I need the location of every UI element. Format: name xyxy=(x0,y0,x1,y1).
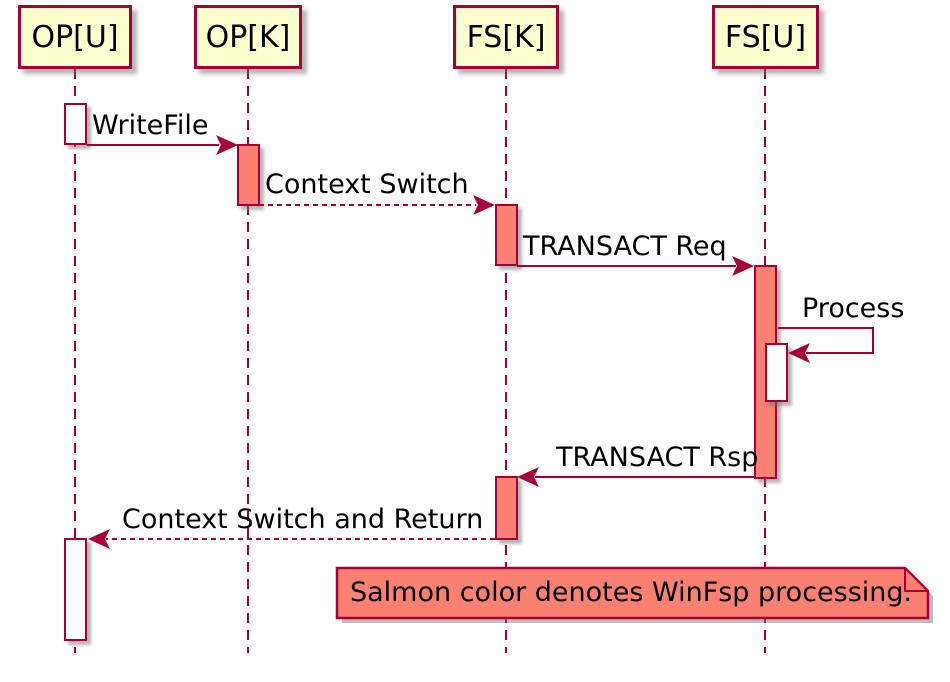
label-writefile: WriteFile xyxy=(92,110,209,141)
label-transact-req: TRANSACT Req xyxy=(523,231,727,262)
activation-op-u-return xyxy=(64,538,87,641)
participant-fs-u-label: FS[U] xyxy=(724,19,807,55)
lifeline-op-u xyxy=(74,69,76,653)
participant-fs-u: FS[U] xyxy=(712,5,819,69)
lifeline-op-k xyxy=(247,69,249,653)
participant-op-u-label: OP[U] xyxy=(31,19,119,55)
label-transact-rsp: TRANSACT Rsp xyxy=(556,442,759,473)
participant-op-k-label: OP[K] xyxy=(205,19,291,55)
activation-op-u-writefile xyxy=(64,103,87,145)
participant-op-u: OP[U] xyxy=(18,5,132,69)
participant-fs-k: FS[K] xyxy=(453,5,559,69)
note-text: Salmon color denotes WinFsp processing. xyxy=(350,577,913,608)
activation-fs-k-winfsp-req xyxy=(495,204,518,266)
lifeline-fs-k xyxy=(505,69,507,653)
participant-fs-k-label: FS[K] xyxy=(466,19,546,55)
arrow-process-self xyxy=(778,327,874,363)
participant-op-k: OP[K] xyxy=(194,5,302,69)
label-process: Process xyxy=(802,293,905,324)
activation-fs-u-process xyxy=(765,343,788,402)
label-context-switch-and-return: Context Switch and Return xyxy=(122,504,484,535)
activation-fs-k-winfsp-rsp xyxy=(495,476,518,540)
label-context-switch: Context Switch xyxy=(265,169,469,200)
activation-op-k-winfsp xyxy=(237,144,260,206)
